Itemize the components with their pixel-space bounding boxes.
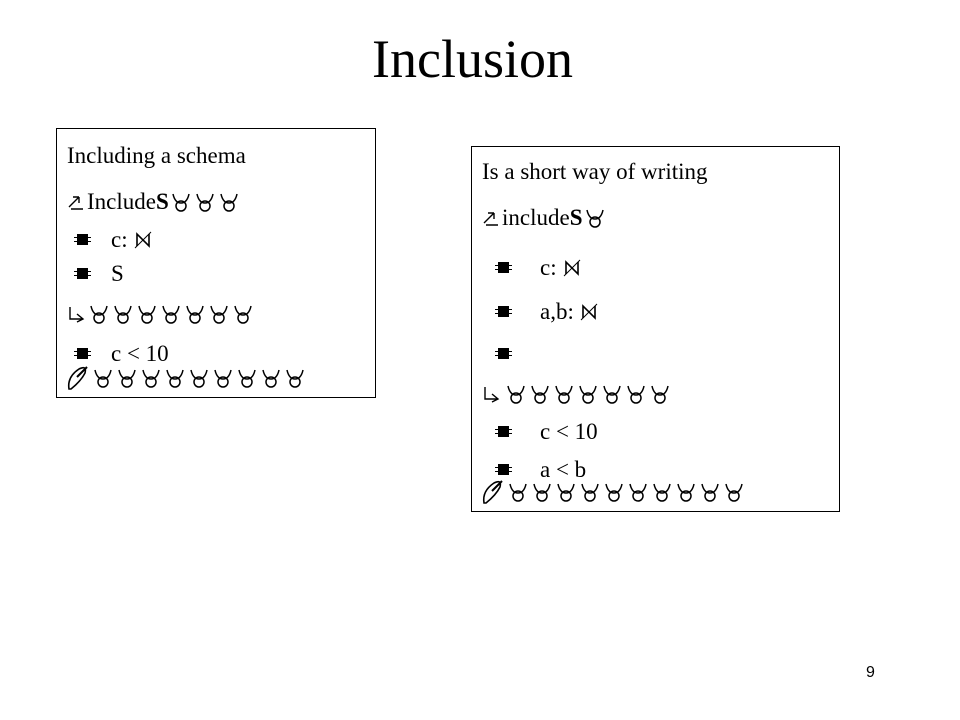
ox-horn-icon bbox=[195, 191, 215, 213]
ox-horn-icon bbox=[185, 303, 205, 325]
ox-horn-icon bbox=[652, 481, 672, 503]
ox-horn-icon bbox=[171, 191, 191, 213]
right-line-text: c: bbox=[540, 255, 557, 280]
left-schema-close bbox=[65, 363, 309, 393]
ox-horn-icon bbox=[604, 481, 624, 503]
ox-horn-icon bbox=[113, 303, 133, 325]
ox-horn-icon bbox=[585, 207, 605, 229]
right-predicate-line-2: a < b bbox=[495, 455, 748, 485]
square-bullet-icon bbox=[74, 234, 91, 245]
right-divider bbox=[480, 383, 674, 405]
ox-horn-icon bbox=[578, 383, 598, 405]
square-bullet-icon bbox=[74, 348, 91, 359]
right-line-text: a < b bbox=[540, 457, 587, 482]
right-predicate-line-1: c < 10 bbox=[495, 417, 748, 447]
right-line-text: c < 10 bbox=[540, 419, 598, 444]
right-decl-line-ab: a,b: bbox=[495, 297, 748, 327]
left-divider bbox=[65, 303, 257, 325]
right-decl-line-c: c: bbox=[495, 253, 748, 283]
ox-horn-icon bbox=[285, 367, 305, 389]
divider-hook-icon bbox=[482, 385, 500, 403]
ox-horn-icon bbox=[628, 481, 648, 503]
left-line-text: c: bbox=[111, 227, 128, 252]
square-bullet-icon bbox=[495, 464, 512, 475]
skull-n-icon bbox=[134, 231, 152, 249]
square-bullet-icon bbox=[495, 306, 512, 317]
schema-close-hook-icon bbox=[65, 363, 91, 393]
left-line-text: S bbox=[111, 261, 124, 286]
schema-open-arrow-icon bbox=[67, 193, 85, 211]
ox-horn-icon bbox=[137, 303, 157, 325]
ox-horn-icon bbox=[532, 481, 552, 503]
left-schema-header: IncludeS bbox=[65, 187, 243, 217]
ox-horn-icon bbox=[161, 303, 181, 325]
ox-horn-icon bbox=[233, 303, 253, 325]
slide-number: 9 bbox=[866, 664, 875, 681]
ox-horn-icon bbox=[602, 383, 622, 405]
ox-horn-icon bbox=[141, 367, 161, 389]
ox-horn-icon bbox=[676, 481, 696, 503]
ox-horn-icon bbox=[506, 383, 526, 405]
skull-n-icon bbox=[563, 259, 581, 277]
square-bullet-icon bbox=[495, 426, 512, 437]
left-include-line: S bbox=[74, 259, 277, 289]
ox-horn-icon bbox=[189, 367, 209, 389]
ox-horn-icon bbox=[237, 367, 257, 389]
square-bullet-icon bbox=[495, 262, 512, 273]
left-predicate-line: c < 10 bbox=[74, 339, 277, 369]
ox-horn-icon bbox=[554, 383, 574, 405]
right-schema-name: includeS bbox=[502, 205, 583, 230]
ox-horn-icon bbox=[89, 303, 109, 325]
left-line-text: c < 10 bbox=[111, 341, 169, 366]
ox-horn-icon bbox=[93, 367, 113, 389]
ox-horn-icon bbox=[556, 481, 576, 503]
ox-horn-icon bbox=[508, 481, 528, 503]
ox-horn-icon bbox=[580, 481, 600, 503]
left-schema-name: IncludeS bbox=[87, 189, 169, 214]
schema-open-arrow-icon bbox=[482, 209, 500, 227]
left-decl-line: c: bbox=[74, 225, 277, 255]
ox-horn-icon bbox=[530, 383, 550, 405]
square-bullet-icon bbox=[74, 268, 91, 279]
divider-hook-icon bbox=[67, 305, 85, 323]
including-schema-box: Including a schema IncludeS c: S c < 10 bbox=[56, 128, 376, 398]
ox-horn-icon bbox=[117, 367, 137, 389]
right-empty-line bbox=[495, 339, 748, 369]
ox-horn-icon bbox=[209, 303, 229, 325]
schema-close-hook-icon bbox=[480, 477, 506, 507]
left-heading: Including a schema bbox=[67, 143, 246, 168]
skull-n-icon bbox=[580, 303, 598, 321]
ox-horn-icon bbox=[213, 367, 233, 389]
right-schema-close bbox=[480, 477, 748, 507]
ox-horn-icon bbox=[724, 481, 744, 503]
ox-horn-icon bbox=[165, 367, 185, 389]
right-schema-header: includeS bbox=[480, 203, 609, 233]
ox-horn-icon bbox=[650, 383, 670, 405]
expanded-schema-box: Is a short way of writing includeS c: a,… bbox=[471, 146, 840, 512]
square-bullet-icon bbox=[495, 348, 512, 359]
ox-horn-icon bbox=[626, 383, 646, 405]
ox-horn-icon bbox=[700, 481, 720, 503]
ox-horn-icon bbox=[261, 367, 281, 389]
ox-horn-icon bbox=[219, 191, 239, 213]
right-heading: Is a short way of writing bbox=[482, 159, 708, 184]
slide-title: Inclusion bbox=[372, 29, 573, 89]
right-line-text: a,b: bbox=[540, 299, 574, 324]
